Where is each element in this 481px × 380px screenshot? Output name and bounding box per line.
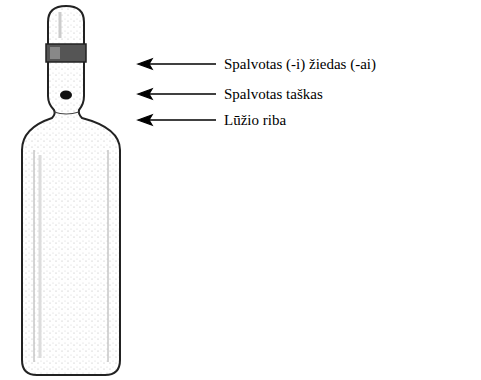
glass-reflection — [34, 150, 108, 362]
glass-highlight — [59, 12, 62, 38]
part-label: Spalvotas (-i) žiedas (-ai) — [224, 55, 376, 73]
ampoule-outline — [22, 6, 120, 375]
colour-dot — [60, 91, 72, 100]
arrow-head — [138, 115, 152, 125]
glass-reflection — [39, 155, 42, 358]
leader-arrow — [148, 93, 216, 94]
part-label: Spalvotas taškas — [224, 85, 323, 103]
ring-shade — [50, 47, 60, 59]
leader-arrow — [148, 63, 216, 64]
colour-ring — [46, 44, 86, 62]
leader-arrow — [148, 119, 216, 120]
arrow-head — [138, 59, 152, 69]
break-line — [54, 112, 79, 114]
part-label: Lūžio riba — [224, 111, 286, 129]
arrow-head — [138, 89, 152, 99]
